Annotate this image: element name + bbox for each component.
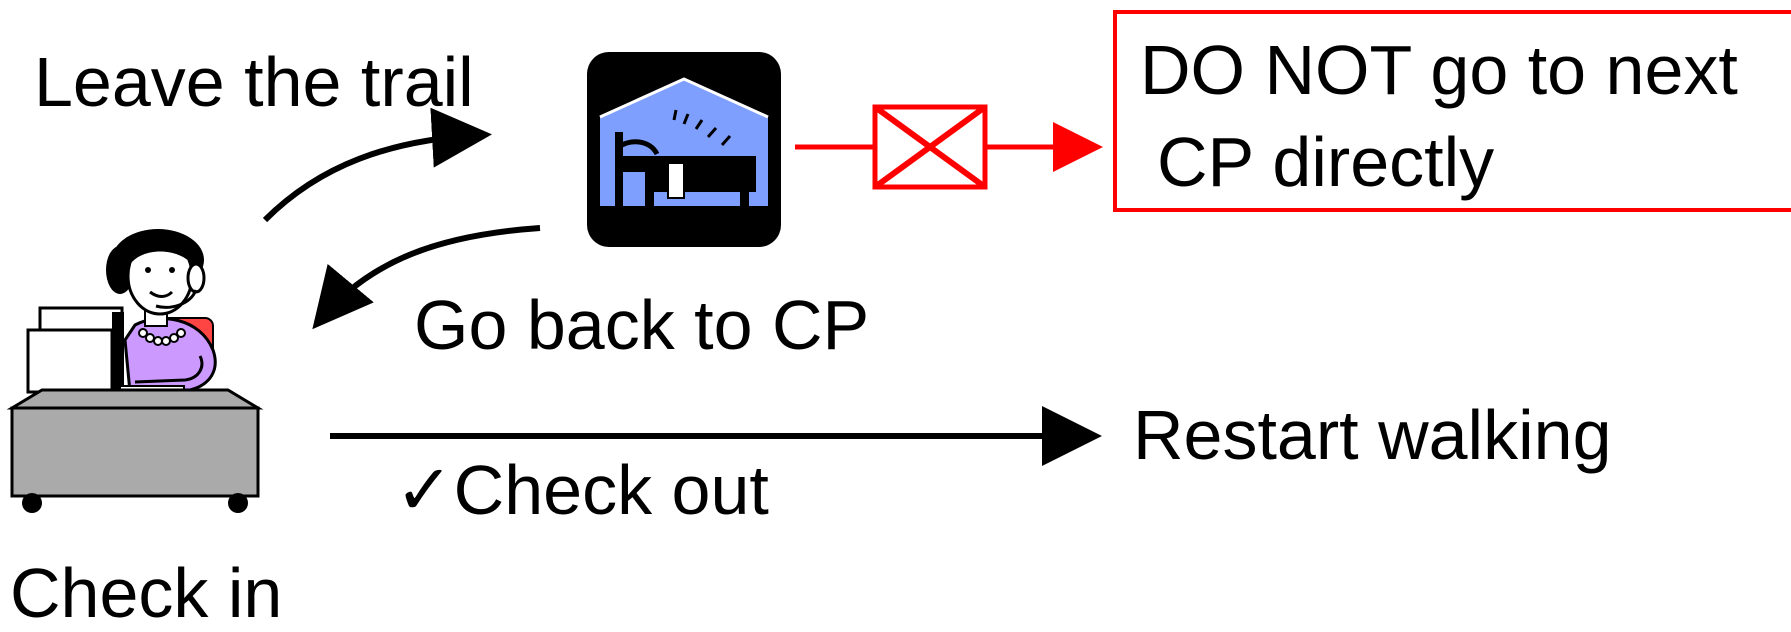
warning-text-line-2: CP directly	[1157, 123, 1495, 201]
warning-box	[1113, 10, 1791, 212]
go-back-arrow	[312, 225, 541, 330]
blocked-path	[795, 104, 1103, 190]
go-back-label: Go back to CP	[414, 286, 870, 364]
warning-text-line-1: DO NOT go to next	[1140, 31, 1738, 109]
check-in-label: Check in	[10, 554, 283, 632]
receptionist-desk-icon	[6, 229, 264, 513]
rest-house-icon	[587, 52, 781, 247]
blocked-x-icon	[872, 104, 988, 190]
restart-walking-label: Restart walking	[1133, 396, 1612, 474]
check-out-label: ✓Check out	[395, 451, 769, 529]
leave-trail-label: Leave the trail	[34, 43, 474, 121]
leave-trail-arrow	[262, 107, 492, 223]
